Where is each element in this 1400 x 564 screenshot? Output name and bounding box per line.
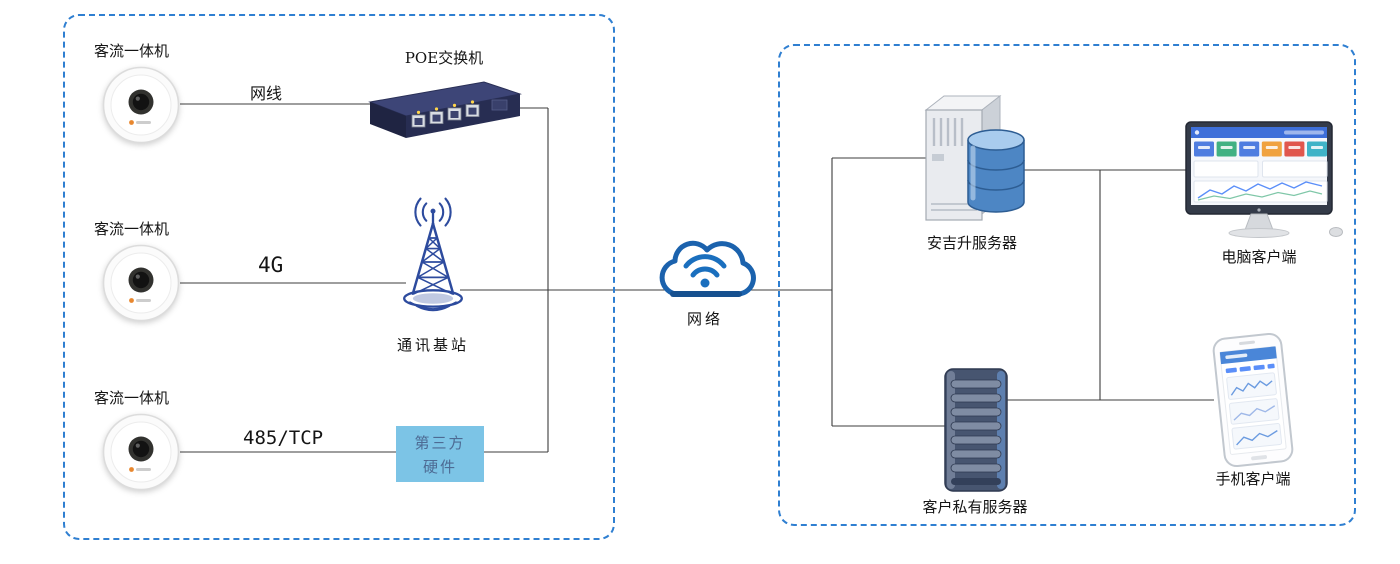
anjisheng-server-icon xyxy=(910,88,1034,228)
mobile-client-label: 手机客户端 xyxy=(1215,470,1291,488)
fisheye-camera-2-icon xyxy=(101,243,181,323)
base-station-icon xyxy=(385,192,481,332)
base-station-label: 通讯基站 xyxy=(396,336,469,354)
anjisheng-server-label: 安吉升服务器 xyxy=(926,234,1017,252)
camera-1-label: 客流一体机 xyxy=(94,42,170,60)
smartphone-icon xyxy=(1212,332,1294,468)
edge-devices-group-border xyxy=(63,14,615,540)
pc-client-label: 电脑客户端 xyxy=(1221,248,1297,266)
mouse-icon xyxy=(1329,227,1343,237)
fisheye-camera-1-icon xyxy=(101,65,181,145)
third-party-hardware-line2: 硬件 xyxy=(422,457,457,476)
fisheye-camera-3-icon xyxy=(101,412,181,492)
poe-switch-label: POE交换机 xyxy=(404,49,484,67)
wifi-icon xyxy=(683,254,727,288)
database-icon xyxy=(967,129,1025,213)
camera-3-label: 客流一体机 xyxy=(94,389,170,407)
link-4g-label: 4G xyxy=(258,253,284,277)
camera-2-label: 客流一体机 xyxy=(94,220,170,238)
link-lan-label: 网线 xyxy=(250,84,283,103)
third-party-hardware-line1: 第三方 xyxy=(414,433,466,452)
private-server-icon xyxy=(932,366,1020,494)
server-client-group-border xyxy=(778,44,1356,526)
desktop-monitor-icon xyxy=(1184,120,1344,244)
network-cloud-label: 网络 xyxy=(686,310,723,328)
private-server-label: 客户私有服务器 xyxy=(922,498,1028,516)
third-party-hardware-box: 第三方 硬件 xyxy=(396,426,484,482)
poe-switch-icon xyxy=(364,72,524,144)
network-cloud-icon xyxy=(645,226,765,314)
link-485-tcp-label: 485/TCP xyxy=(243,427,324,449)
